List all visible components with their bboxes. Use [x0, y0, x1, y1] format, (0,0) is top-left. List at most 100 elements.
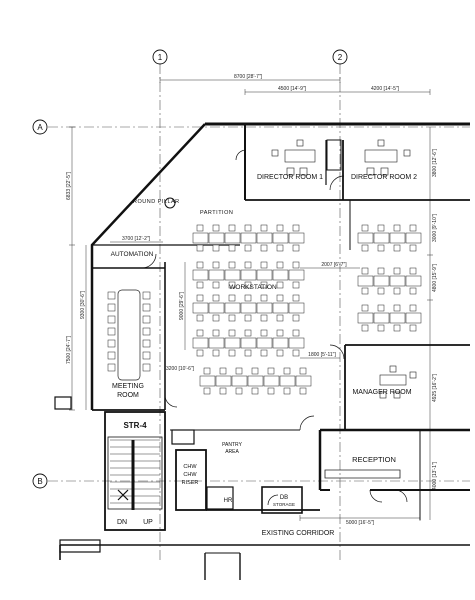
- chair-icon: [292, 329, 300, 337]
- label-existing-corridor: EXISTING CORRIDOR: [262, 530, 335, 537]
- grid-label-a: A: [37, 123, 43, 132]
- grid-bubble-2: 2: [332, 49, 348, 65]
- dim-automation: 3700 [12'-2"]: [122, 236, 151, 242]
- chair-icon: [409, 287, 417, 295]
- dim-top-right: 4200 [14'-5"]: [371, 86, 400, 92]
- grid-bubble-a: A: [32, 119, 48, 135]
- chair-icon: [361, 244, 369, 252]
- chair-icon: [235, 387, 243, 395]
- dim-right-1: 3800 [12'-6"]: [432, 148, 438, 177]
- meeting-chair-icon: [107, 303, 116, 312]
- dim-right-2: 3000 [9'-10"]: [432, 213, 438, 242]
- chair-icon: [292, 349, 300, 357]
- label-stair: STR-4: [123, 421, 147, 430]
- label-db-line1: DB: [280, 495, 288, 501]
- chair-icon: [235, 367, 243, 375]
- meeting-table: [117, 289, 141, 381]
- chair-icon: [409, 267, 417, 275]
- chair-icon: [212, 224, 220, 232]
- chair-icon: [393, 287, 401, 295]
- label-round-pillar: ROUND PILLAR: [133, 199, 180, 205]
- label-automation: AUTOMATION: [111, 251, 154, 258]
- chair-icon: [228, 224, 236, 232]
- chair-icon: [260, 281, 268, 289]
- chair-icon: [361, 324, 369, 332]
- chair-icon: [409, 244, 417, 252]
- reception-counter: [324, 469, 401, 479]
- chair-icon: [292, 314, 300, 322]
- chair-icon: [260, 294, 268, 302]
- workstation-row-3: [192, 294, 305, 322]
- grid-lines: [48, 64, 470, 560]
- chair-icon: [196, 329, 204, 337]
- meeting-chairs: [107, 291, 151, 372]
- chair-icon: [409, 224, 417, 232]
- chair-icon: [228, 261, 236, 269]
- chair-icon: [292, 244, 300, 252]
- chair-icon: [251, 387, 259, 395]
- chair-icon: [377, 304, 385, 312]
- chair-icon: [260, 261, 268, 269]
- meeting-chair-icon: [107, 291, 116, 300]
- chair-icon: [361, 304, 369, 312]
- label-db-line2: STORAGE: [273, 502, 295, 507]
- chair-icon: [196, 281, 204, 289]
- dimension-lines: [69, 77, 433, 521]
- chair-icon: [251, 367, 259, 375]
- meeting-chair-icon: [142, 351, 151, 360]
- label-hr: HR: [224, 498, 233, 504]
- chair-icon: [393, 304, 401, 312]
- chair-icon: [212, 294, 220, 302]
- chair-icon: [292, 294, 300, 302]
- dim-top-left: 4500 [14'-9"]: [278, 86, 307, 92]
- workstation-right-3: [357, 304, 422, 332]
- label-pantry-line2: AREA: [225, 449, 239, 455]
- chair-icon: [212, 261, 220, 269]
- chair-icon: [276, 261, 284, 269]
- label-director-room-2: DIRECTOR ROOM 2: [351, 174, 417, 181]
- dim-top-total: 8700 [28'-7"]: [234, 74, 263, 80]
- chair-icon: [361, 287, 369, 295]
- label-pantry-line1: PANTRY: [222, 442, 242, 448]
- dim-workstation-height: 9000 [29'-6"]: [179, 291, 185, 320]
- workstation-row-4: [192, 329, 305, 357]
- meeting-chair-icon: [107, 327, 116, 336]
- meeting-chair-icon: [142, 327, 151, 336]
- dim-right-5: 4000 [13'-1"]: [432, 461, 438, 490]
- chair-icon: [276, 244, 284, 252]
- label-director-room-1: DIRECTOR ROOM 1: [257, 174, 323, 181]
- chair-icon: [244, 329, 252, 337]
- chair-icon: [260, 224, 268, 232]
- label-riser-line2: CHW: [183, 472, 197, 478]
- chair-icon: [244, 261, 252, 269]
- dim-left-upper: 6833 [22'-5"]: [66, 171, 72, 200]
- chair-icon: [292, 261, 300, 269]
- director-room-2-furniture: [364, 139, 411, 176]
- chair-icon: [267, 367, 275, 375]
- chair-icon: [228, 314, 236, 322]
- dim-left-lower: 7500 [24'-7"]: [66, 335, 72, 364]
- dim-right-3: 4800 [15'-9"]: [432, 263, 438, 292]
- chair-icon: [212, 329, 220, 337]
- grid-bubble-1: 1: [152, 49, 168, 65]
- chair-icon: [219, 367, 227, 375]
- chair-icon: [196, 294, 204, 302]
- chair-icon: [228, 329, 236, 337]
- dim-mid-left: 3200 [10'-6"]: [166, 366, 195, 372]
- grid-bubble-b: B: [32, 473, 48, 489]
- chair-icon: [276, 224, 284, 232]
- chair-icon: [228, 281, 236, 289]
- label-partition: PARTITION: [200, 210, 233, 216]
- chair-icon: [260, 349, 268, 357]
- chair-icon: [267, 387, 275, 395]
- chair-icon: [361, 267, 369, 275]
- meeting-chair-icon: [107, 315, 116, 324]
- label-meeting-line1: MEETING: [112, 383, 144, 390]
- grid-label-1: 1: [158, 53, 163, 62]
- meeting-chair-icon: [142, 315, 151, 324]
- chair-icon: [276, 349, 284, 357]
- chair-icon: [228, 294, 236, 302]
- chair-icon: [377, 267, 385, 275]
- grid-label-2: 2: [338, 53, 343, 62]
